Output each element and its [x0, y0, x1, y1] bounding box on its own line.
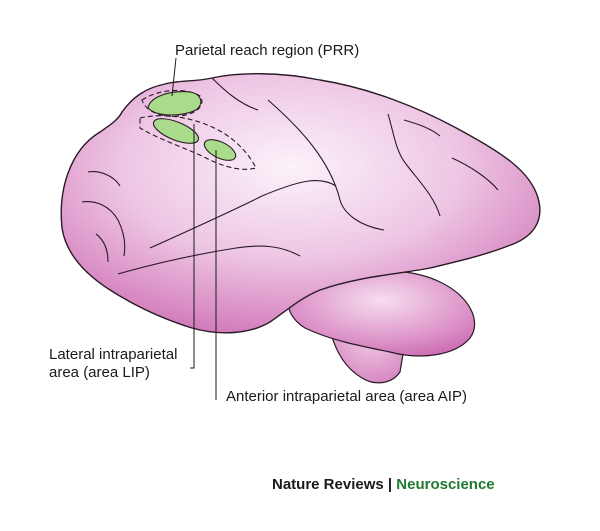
- frontal-sulcus: [403, 119, 441, 137]
- principal-sulcus: [451, 157, 499, 191]
- lunate-sulcus: [95, 233, 109, 263]
- prr-dashed-outline: [141, 89, 203, 117]
- occipital-sulcus: [81, 201, 126, 257]
- superior-temporal-sulcus: [117, 245, 301, 275]
- journal-section: Neuroscience: [396, 476, 495, 493]
- prr-label: Parietal reach region (PRR): [175, 42, 360, 59]
- sulci: [81, 77, 499, 275]
- aip-label: Anterior intraparietal area (area AIP): [226, 388, 467, 405]
- region-prr: [147, 91, 202, 116]
- leader-lines: [171, 57, 217, 400]
- arcuate-sulcus: [387, 113, 441, 217]
- lip-leader: [190, 124, 195, 369]
- lip-label-line2: area (area LIP): [49, 364, 150, 381]
- journal-name: Nature Reviews: [272, 476, 384, 493]
- prr-leader: [171, 57, 177, 97]
- intraparietal-sulcus-outline: [139, 115, 257, 170]
- credit-separator: |: [383, 476, 397, 493]
- lateral-sulcus: [149, 180, 337, 249]
- region-lip: [152, 118, 200, 144]
- cerebrum: [60, 73, 541, 334]
- central-sulcus: [267, 99, 385, 231]
- upper-fold: [211, 77, 259, 111]
- inferior-occipital: [87, 171, 121, 187]
- journal-credit: Nature Reviews | Neuroscience: [272, 476, 495, 493]
- lip-label-line1: Lateral intraparietal: [49, 346, 178, 363]
